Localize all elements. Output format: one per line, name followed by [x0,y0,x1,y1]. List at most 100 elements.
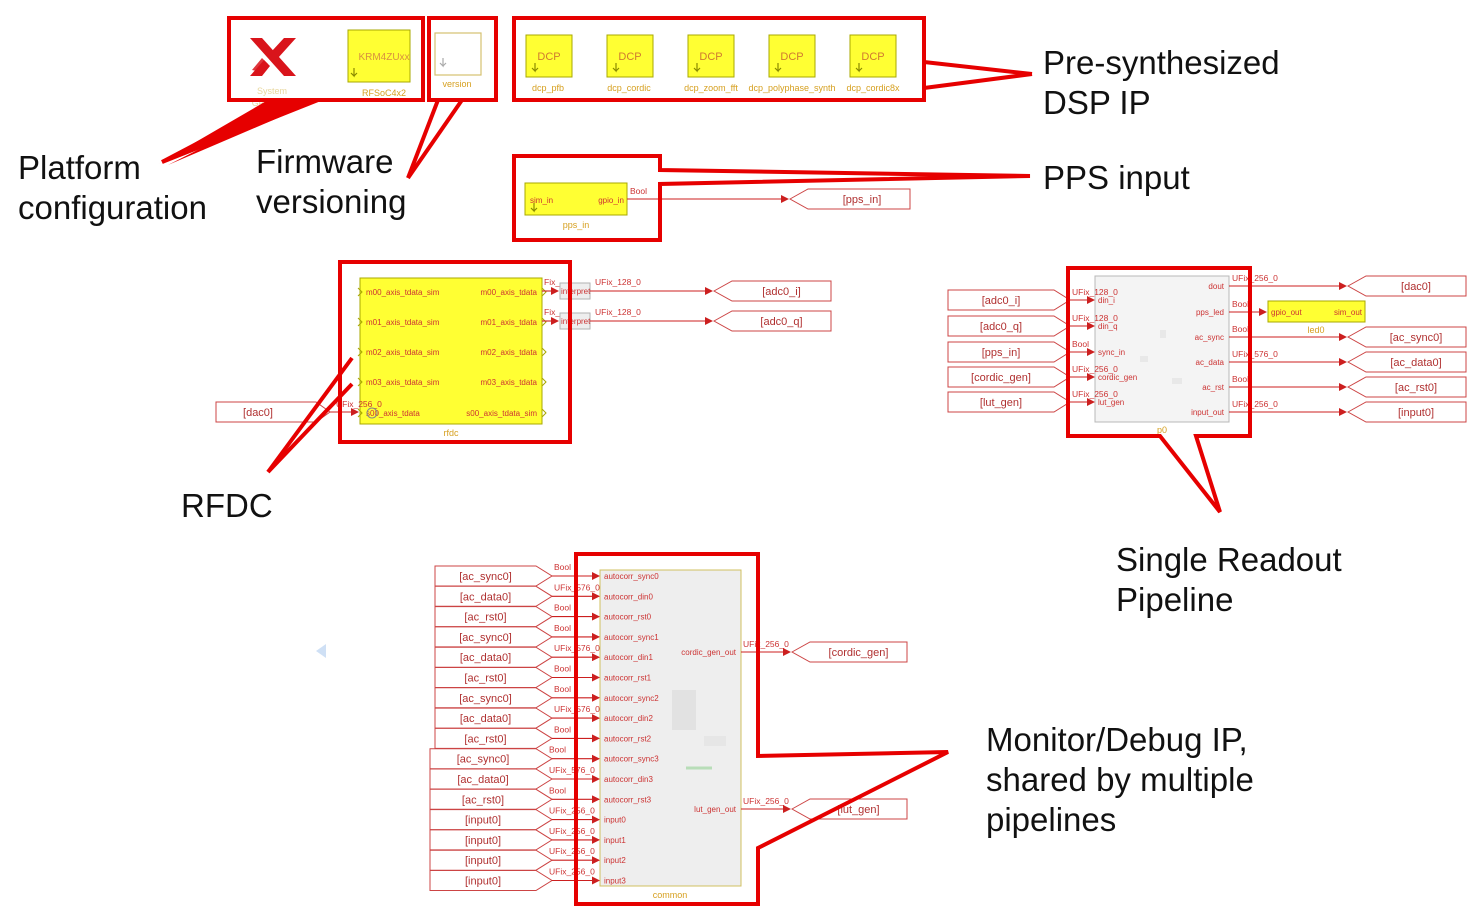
callout-monitor: Monitor/Debug IP, shared by multiple pip… [986,720,1254,840]
common-in-port: autocorr_rst3 [604,795,652,804]
pipeline-out-type: UFix_256_0 [1232,273,1278,283]
rfdc-left-port: m01_axis_tdata_sim [366,318,440,327]
pipeline-output-tag[interactable]: [input0] [1346,401,1467,423]
common-input-tag[interactable]: [ac_rst0] [434,727,553,749]
rfdc-output-tag-text: [adc0_q] [760,316,802,328]
pipeline-in-type: UFix_128_0 [1072,313,1118,323]
pipeline-out-type: Bool [1232,324,1249,334]
common-input-tag[interactable]: [ac_sync0] [434,565,553,587]
pipeline-input-tag-text: [pps_in] [982,347,1021,359]
port-chevron-icon [357,287,363,297]
pipeline-output-tag[interactable]: [ac_data0] [1346,351,1467,373]
led-out-port: sim_out [1334,308,1363,317]
pipeline-out-port: ac_data [1196,358,1225,367]
pipeline-input-tag[interactable]: [cordic_gen] [947,366,1071,388]
pipeline-output-tag[interactable]: [ac_sync0] [1346,326,1467,348]
platform-highlight [158,16,425,165]
rfdc-output-tag[interactable]: [adc0_q] [712,310,832,332]
common-input-tag-text: [input0] [465,855,501,867]
pipeline-input-tag[interactable]: [pps_in] [947,341,1071,363]
common-input-tag[interactable]: [ac_sync0] [434,687,553,709]
common-input-tag[interactable]: [ac_data0] [434,646,553,668]
pipeline-out-port: ac_sync [1195,333,1224,342]
common-input-tag[interactable]: [input0] [429,870,553,891]
common-input-tag[interactable]: [ac_data0] [429,768,553,790]
common-out-port: cordic_gen_out [681,648,736,657]
common-in-port: autocorr_rst2 [604,734,652,743]
version-block[interactable]: version [434,32,482,89]
common-input-tag[interactable]: [input0] [429,829,553,851]
common-input-tag[interactable]: [ac_rst0] [429,788,553,810]
pipeline-input-tag[interactable]: [lut_gen] [947,391,1071,413]
common-in-type: UFix_256_0 [549,867,595,877]
pipeline-input-tag-text: [adc0_q] [980,321,1022,333]
common-in-port: autocorr_rst0 [604,613,652,622]
common-input-tag[interactable]: [ac_data0] [434,707,553,729]
common-output-tag[interactable]: [lut_gen] [790,798,908,820]
led-block-name: led0 [1307,325,1324,335]
dsp-block-name: dcp_cordic8x [846,83,900,93]
pipeline-output-tag[interactable]: [ac_rst0] [1346,376,1467,398]
pipeline-input-tag[interactable]: [adc0_i] [947,289,1071,311]
rfdc-dac-input-tag[interactable]: [dac0] [215,401,331,423]
scroll-left-icon[interactable] [316,644,326,658]
rfdc-right-port: m03_axis_tdata [481,378,538,387]
common-input-tag[interactable]: [ac_data0] [434,585,553,607]
download-arrow-icon [439,58,447,68]
rfdc-right-port: m01_axis_tdata [481,318,538,327]
pps-goto-tag[interactable]: [pps_in] [788,188,911,210]
common-output-tag-text: [lut_gen] [837,804,879,816]
callout-rfdc: RFDC [181,486,273,526]
common-input-tag-text: [input0] [465,815,501,827]
download-arrow-icon [350,68,358,78]
port-chevron-icon [357,377,363,387]
pipeline-in-type: UFix_256_0 [1072,389,1118,399]
pipeline-inputs: [adc0_i]UFix_128_0din_i[adc0_q]UFix_128_… [947,287,1137,413]
pipeline-highlight [1066,266,1252,514]
common-input-tag-text: [ac_rst0] [464,673,506,685]
callout-pps-line1: PPS input [1043,159,1190,196]
pipeline-block-name: p0 [1157,425,1167,435]
rfdc-block[interactable] [359,277,543,425]
common-input-tag[interactable]: [ac_sync0] [429,748,553,770]
port-chevron-icon [357,408,363,418]
dsp-block-group: DCPdcp_pfbDCPdcp_cordicDCPdcp_zoom_fftDC… [525,34,900,93]
download-arrow-icon [612,63,620,73]
rfdc-block-name: rfdc [443,428,459,438]
pipeline-input-tag[interactable]: [adc0_q] [947,315,1071,337]
rfdc-left-port: m02_axis_tdata_sim [366,348,440,357]
common-input-tag[interactable]: [input0] [429,809,553,831]
rfsoc-block-name: RFSoC4x2 [362,88,406,98]
pipeline-block[interactable] [1094,275,1230,423]
common-input-tag-text: [input0] [465,835,501,847]
rfdc-left-port: s00_axis_tdata [366,409,420,418]
common-input-tag[interactable]: [ac_rst0] [434,606,553,628]
led-block[interactable]: gpio_out sim_out led0 [1267,300,1366,335]
common-input-tag[interactable]: [input0] [429,849,553,871]
common-in-type: Bool [554,562,571,572]
pipeline-output-tag[interactable]: [dac0] [1346,275,1467,297]
rfdc-right-port: m02_axis_tdata [481,348,538,357]
common-block[interactable] [599,569,742,887]
common-input-tag-text: [ac_rst0] [464,733,506,745]
common-output-tag[interactable]: [cordic_gen] [790,641,908,663]
common-output-tag-text: [cordic_gen] [829,647,889,659]
system-generator-token[interactable]: System Generator [250,38,296,108]
common-input-tag-text: [ac_rst0] [462,794,504,806]
rfdc-output-tag[interactable]: [adc0_i] [712,280,832,302]
pps-input-block[interactable]: sim_in gpio_in pps_in [524,182,628,230]
common-input-tag[interactable]: [ac_sync0] [434,626,553,648]
rfsoc-platform-block[interactable]: KRM4ZUxx RFSoC4x2 [347,29,411,98]
common-input-tag-text: [ac_sync0] [457,754,510,766]
common-input-tag[interactable]: [ac_rst0] [434,667,553,688]
rfdc-left-port: m03_axis_tdata_sim [366,378,440,387]
callout-dsp: Pre-synthesized DSP IP [1043,43,1280,123]
common-in-type: Bool [554,684,571,694]
common-input-tag-text: [ac_data0] [457,774,508,786]
